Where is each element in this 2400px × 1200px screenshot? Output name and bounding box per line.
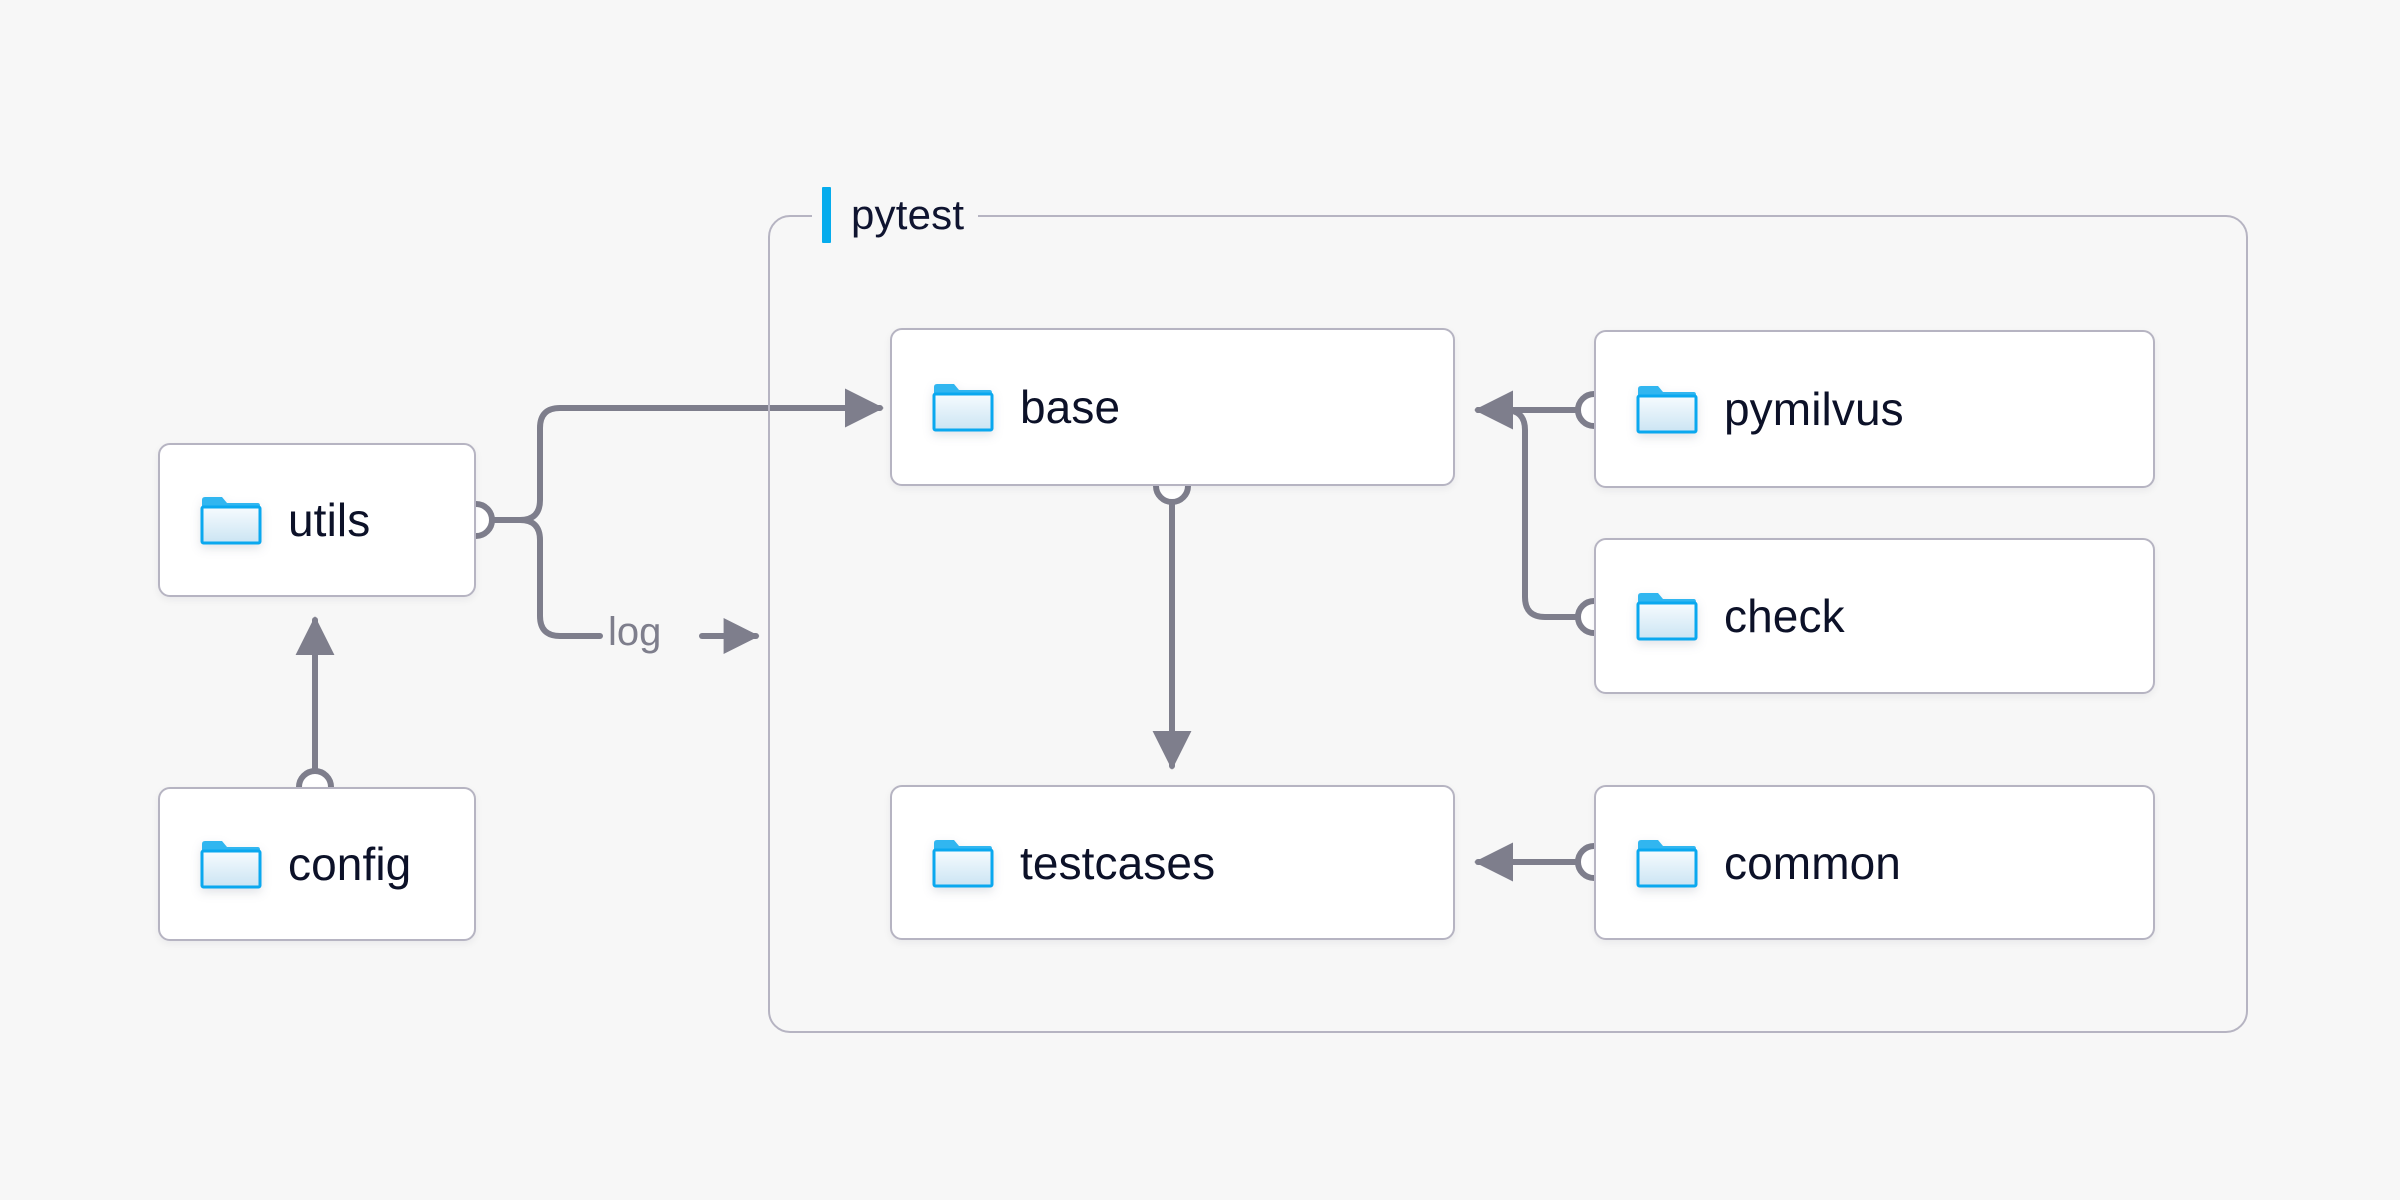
node-label: config [288,838,412,890]
folder-icon [1636,386,1698,434]
node-check[interactable]: check [1594,538,2155,694]
group-accent-bar [822,187,831,243]
node-testcases[interactable]: testcases [890,785,1455,940]
edge-utils-to-log [487,517,603,639]
pytest-group-label: pytest [812,187,979,243]
node-label: pymilvus [1724,383,1904,435]
folder-icon [932,384,994,432]
pytest-group-container[interactable] [768,215,2248,1033]
folder-icon [1636,839,1698,887]
node-label: base [1020,381,1121,433]
node-config[interactable]: config [158,787,476,941]
folder-icon [932,839,994,887]
node-label: common [1724,836,1901,889]
group-title-text: pytest [851,191,965,238]
node-label: check [1724,590,1845,642]
node-common[interactable]: common [1594,785,2155,940]
node-label: utils [288,494,371,546]
folder-icon [200,841,262,889]
folder-icon [1636,593,1698,641]
node-utils[interactable]: utils [158,443,476,597]
node-label: testcases [1020,836,1216,889]
node-base[interactable]: base [890,328,1455,486]
node-pymilvus[interactable]: pymilvus [1594,330,2155,488]
folder-icon [200,497,262,545]
edge-label-log: log [608,610,662,654]
